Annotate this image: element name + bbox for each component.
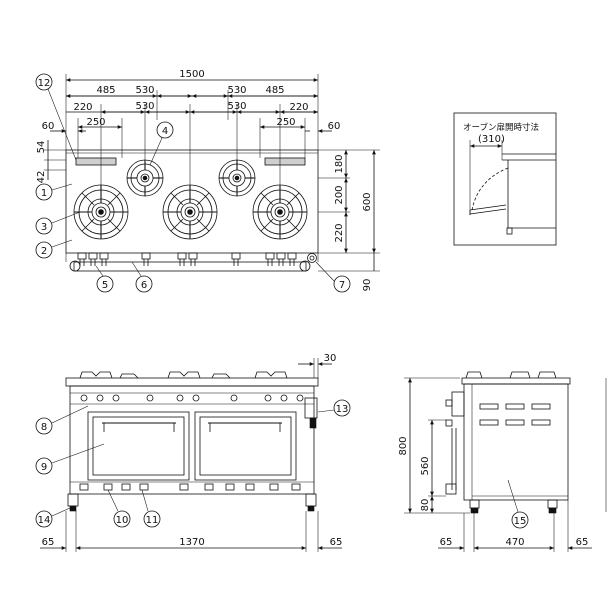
svg-text:5: 5 — [102, 280, 108, 291]
knob — [188, 252, 198, 267]
oven-door-inset: オーブン扉開時寸法 (310) — [453, 112, 557, 246]
dim-depth-1: 180 — [334, 154, 345, 173]
callout-5: 5 — [95, 265, 114, 293]
dim-overall-depth: 600 — [362, 192, 373, 211]
front-body — [69, 385, 315, 495]
dim-segment-3: 530 — [227, 85, 246, 96]
knob — [99, 252, 109, 267]
front-top-plate — [65, 377, 319, 387]
knob — [141, 252, 151, 267]
callout-13: 13 — [317, 399, 351, 417]
side-body — [463, 383, 569, 501]
svg-text:1: 1 — [41, 188, 47, 199]
front-knob-row — [80, 394, 304, 402]
top-view: 1500 485 530 530 485 220 530 530 220 250… — [35, 69, 380, 293]
front-bottom-knobs — [79, 483, 301, 491]
dim-lower-mid-1: 530 — [135, 101, 154, 112]
dim-bottom-depth: 90 — [362, 279, 373, 292]
svg-text:9: 9 — [41, 462, 47, 473]
top-vent-left — [75, 157, 117, 166]
dim-segment-4: 485 — [265, 85, 284, 96]
callout-2: 2 — [35, 239, 73, 259]
callout-9: 9 — [35, 443, 105, 475]
dim-lower-right: 220 — [289, 102, 308, 113]
dim-front-top-right: 30 — [324, 353, 337, 364]
side-view: 800 560 80 65 470 65 15 — [398, 371, 607, 552]
dim-front-right: 65 — [330, 537, 343, 548]
dim-side-height-total: 800 — [398, 436, 409, 455]
top-vent-right — [264, 157, 306, 166]
callout-15: 15 — [507, 479, 529, 529]
knob — [287, 252, 297, 267]
knob — [88, 252, 98, 267]
oven-door-left — [87, 411, 190, 481]
dim-front-left: 65 — [42, 537, 55, 548]
svg-text:2: 2 — [41, 246, 47, 257]
burner-small-left — [126, 159, 164, 197]
callout-4: 4 — [149, 121, 174, 166]
dim-overall-width: 1500 — [179, 69, 204, 80]
knob — [276, 252, 286, 267]
dim-left-edge: 60 — [42, 121, 55, 132]
front-view: 30 65 1370 65 8 9 13 14 — [35, 353, 351, 552]
dim-lower-left: 220 — [73, 102, 92, 113]
dim-side-bottom-mid: 470 — [505, 537, 524, 548]
burner-large-right — [252, 184, 308, 240]
svg-text:6: 6 — [141, 280, 147, 291]
dim-spacing-right: 250 — [276, 117, 295, 128]
dim-spacing-left: 250 — [86, 117, 105, 128]
svg-text:3: 3 — [41, 222, 47, 233]
dim-depth-3: 220 — [334, 223, 345, 242]
callout-3: 3 — [35, 211, 81, 235]
knob — [265, 252, 275, 267]
callout-6: 6 — [131, 261, 153, 293]
dim-left-small-1: 54 — [36, 141, 47, 154]
callout-11: 11 — [141, 489, 161, 528]
dim-depth-2: 200 — [334, 185, 345, 204]
oven-door-right — [194, 411, 297, 481]
dim-right-edge: 60 — [328, 121, 341, 132]
dim-side-bottom-right: 65 — [576, 537, 589, 548]
svg-text:10: 10 — [116, 515, 129, 526]
svg-text:14: 14 — [38, 515, 51, 526]
svg-text:8: 8 — [41, 422, 47, 433]
top-view-front-rail — [73, 261, 307, 272]
inset-dimension: (310) — [478, 134, 505, 145]
side-vents — [479, 403, 551, 426]
dim-side-height-low: 80 — [420, 499, 431, 512]
svg-text:4: 4 — [162, 126, 168, 137]
callout-8: 8 — [35, 405, 89, 435]
dim-front-middle: 1370 — [179, 537, 204, 548]
dim-lower-mid-2: 530 — [227, 101, 246, 112]
svg-text:12: 12 — [38, 78, 51, 89]
svg-text:7: 7 — [339, 280, 345, 291]
dim-left-small-2: 42 — [36, 171, 47, 184]
callout-7: 7 — [315, 261, 351, 293]
svg-text:13: 13 — [336, 404, 349, 415]
dim-segment-1: 485 — [96, 85, 115, 96]
callout-12: 12 — [35, 73, 77, 161]
dim-side-bottom-left: 65 — [440, 537, 453, 548]
dim-segment-2: 530 — [135, 85, 154, 96]
burner-large-center — [162, 184, 218, 240]
knob — [177, 252, 187, 267]
svg-text:11: 11 — [146, 515, 159, 526]
callout-1: 1 — [35, 183, 73, 201]
burner-large-left — [73, 184, 129, 240]
callout-14: 14 — [35, 507, 71, 528]
inset-title: オーブン扉開時寸法 — [463, 122, 539, 133]
svg-text:15: 15 — [514, 516, 527, 527]
knob — [231, 252, 241, 267]
callout-10: 10 — [107, 489, 131, 528]
burner-small-right — [218, 159, 256, 197]
dim-side-height-mid: 560 — [420, 456, 431, 475]
